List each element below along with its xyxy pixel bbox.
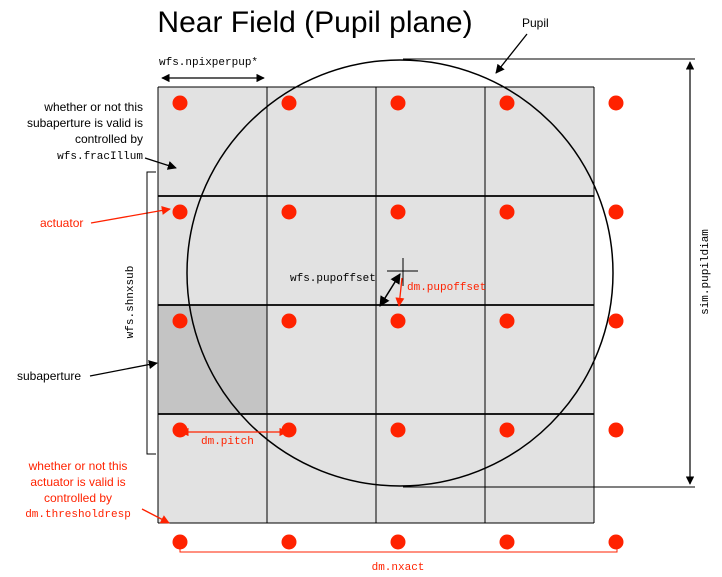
valid-subaperture-line-3: controlled by — [75, 132, 143, 146]
valid-subaperture-line-2: subaperture is valid is — [27, 116, 143, 130]
actuator-dot — [390, 534, 406, 550]
actuator-dot — [281, 534, 297, 550]
actuator-dot — [390, 95, 406, 111]
npixperpup-label: wfs.npixperpup* — [159, 57, 258, 69]
wfs-pupoffset-arrow — [379, 273, 401, 307]
pupil-circle — [186, 59, 614, 487]
actuator-arrow — [90, 205, 171, 224]
valid-actuator-line-4: dm.thresholdresp — [25, 509, 131, 521]
actuator-dot — [499, 422, 515, 438]
dm-pitch-label: dm.pitch — [201, 436, 254, 448]
pupil-label: Pupil — [522, 16, 549, 30]
nxact-bracket — [179, 544, 618, 553]
actuator-dot — [172, 313, 188, 329]
valid-subaperture-line-1: whether or not this — [43, 100, 143, 114]
valid-actuator-arrow — [141, 508, 170, 524]
actuator-dot — [390, 313, 406, 329]
actuator-dot — [608, 204, 624, 220]
actuator-dot — [608, 422, 624, 438]
valid-subaperture-line-4: wfs.fracIllum — [57, 151, 143, 163]
subaperture-grid-lines — [157, 86, 595, 524]
pupildiam-label: sim.pupildiam — [700, 229, 712, 315]
subaperture-label: subaperture — [17, 369, 81, 383]
subaperture-grid — [158, 87, 594, 523]
actuator-dot — [608, 313, 624, 329]
pupil-arrow — [495, 33, 528, 74]
valid-actuator-line-3: controlled by — [44, 491, 112, 505]
dm-pupoffset-label: dm.pupoffset — [407, 282, 486, 294]
actuator-dot — [499, 313, 515, 329]
actuator-dot — [608, 534, 624, 550]
actuator-dot — [172, 422, 188, 438]
actuator-array — [172, 95, 624, 550]
actuator-dot — [390, 204, 406, 220]
diagram-title: Near Field (Pupil plane) — [157, 6, 472, 39]
subaperture-arrow — [89, 360, 158, 377]
valid-subaperture-arrow — [144, 157, 177, 170]
actuator-dot — [172, 204, 188, 220]
actuator-label: actuator — [40, 216, 83, 230]
actuator-dot — [281, 313, 297, 329]
actuator-dot — [281, 95, 297, 111]
actuator-dot — [499, 534, 515, 550]
actuator-dot — [172, 534, 188, 550]
dm-pupoffset-arrow — [395, 277, 405, 307]
wfs-pupoffset-label: wfs.pupoffset — [290, 273, 376, 285]
actuator-dot — [172, 95, 188, 111]
valid-actuator-line-1: whether or not this — [28, 459, 128, 473]
valid-actuator-line-2: actuator is valid is — [30, 475, 125, 489]
actuator-dot — [281, 204, 297, 220]
actuator-dot — [281, 422, 297, 438]
actuator-dot — [499, 204, 515, 220]
shnxsub-bracket — [146, 171, 156, 455]
nxact-label: dm.nxact — [372, 562, 425, 574]
actuator-dot — [608, 95, 624, 111]
shnxsub-label: wfs.shnxsub — [125, 266, 137, 339]
actuator-dot — [390, 422, 406, 438]
actuator-dot — [499, 95, 515, 111]
